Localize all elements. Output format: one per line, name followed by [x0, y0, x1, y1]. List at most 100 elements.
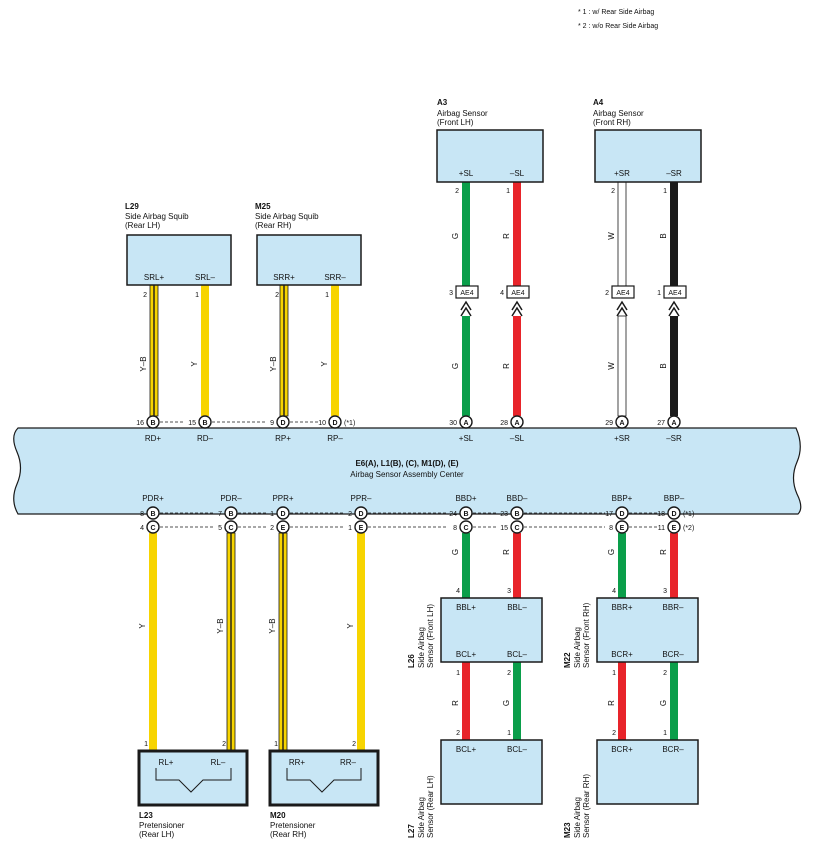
wire-l26-neg — [513, 533, 521, 598]
l27-term-pos: BCL+ — [456, 745, 477, 754]
m22-term-top-pos: BBR+ — [611, 603, 632, 612]
junction-ae4-box — [663, 285, 687, 299]
wire-a3-pos-upper — [462, 182, 470, 288]
l27-term-neg: BCL– — [507, 745, 528, 754]
junction-ae4-label: AE4 — [616, 290, 629, 297]
ecu-bottom-row2-pin-0-connector — [146, 520, 160, 534]
l27-code: L27 — [407, 824, 416, 838]
a4-term-pos: +SR — [614, 169, 630, 178]
m25-pin-pos: 2 — [275, 292, 279, 299]
wire-a4-pos-upper — [617, 181, 627, 289]
ecu-bottom-row2-pin-4-number: 8 — [453, 525, 457, 532]
component-l29: L29 Side Airbag Squib (Rear LH) SRL+ SRL… — [125, 202, 232, 299]
junction-chevron — [460, 306, 472, 317]
m20-code: M20 — [270, 811, 286, 820]
l27-pin-pos: 2 — [456, 730, 460, 737]
ecu-top-pin-0-connector — [146, 415, 160, 429]
note-2: * 2 : w/o Rear Side Airbag — [578, 23, 658, 30]
junction-ae4-label: AE4 — [668, 290, 681, 297]
ecu-bottom-row2-pin-4-connector-letter: C — [463, 525, 468, 532]
l29-box — [126, 234, 232, 286]
ecu-top-pin-7-connector — [667, 415, 681, 429]
junction-ae4-box — [455, 285, 479, 299]
m20-box — [268, 749, 380, 807]
ecu-label-sl-pos: +SL — [459, 434, 474, 443]
l23-pin-neg: 2 — [222, 741, 226, 748]
ecu-bottom-row2-pin-7-connector — [667, 520, 681, 534]
wire-label-m22-neg: R — [659, 549, 668, 555]
junction-ae4-label: AE4 — [511, 290, 524, 297]
l23-term-pos: RL+ — [159, 758, 174, 767]
wire-label-l26-neg: R — [502, 549, 511, 555]
ecu-label-ppr-pos: PPR+ — [272, 494, 293, 503]
l23-name: Pretensioner — [139, 821, 185, 830]
ecu-bottom-row2-pin-1-connector — [224, 520, 238, 534]
ecu-label-bbp-neg: BBP– — [664, 494, 685, 503]
wire-label-a3-neg-upper: R — [502, 233, 511, 239]
wire-l27-neg — [513, 662, 521, 740]
ecu-bottom-row2-pin-5-number: 15 — [500, 525, 508, 532]
m23-term-pos: BCR+ — [611, 745, 633, 754]
l23-term-neg: RL– — [211, 758, 226, 767]
wire-a4-neg-lower — [670, 316, 678, 416]
m23-box — [596, 739, 699, 805]
ecu-bottom-row1-pin-7-number: 18 — [657, 511, 665, 518]
m20-term-pos: RR+ — [289, 758, 306, 767]
ecu-top-pin-2-connector — [276, 415, 290, 429]
wire-label-l26-pos: G — [451, 549, 460, 555]
ecu-top-labels: RD+ RD– RP+ RP– +SL –SL +SR –SR — [145, 434, 682, 443]
ecu-top-pin-0-connector-letter: B — [150, 420, 155, 427]
m22-box — [596, 597, 699, 663]
component-m23: BCR+ BCR– 2 1 M23 Side Airbag Sensor (Re… — [563, 730, 699, 838]
l29-code: L29 — [125, 202, 139, 211]
ecu-bottom-row1-pin-0-connector — [146, 506, 160, 520]
ecu-bottom-row2-pin-3-number: 1 — [348, 525, 352, 532]
ecu-bottom-row2-pin-0-connector-letter: C — [150, 525, 155, 532]
l23-code: L23 — [139, 811, 153, 820]
ecu-bottom-row2-pin-1-number: 5 — [218, 525, 222, 532]
wire-label-a3-pos-upper: G — [451, 233, 460, 239]
m20-sub: (Rear RH) — [270, 830, 307, 839]
l26-name: Side Airbag — [417, 627, 426, 668]
wire-label-a4-neg-lower: B — [659, 363, 668, 368]
ecu-bottom-row2-pin-2-number: 2 — [270, 525, 274, 532]
wire-label-a4-pos-lower: W — [607, 362, 616, 370]
m25-code: M25 — [255, 202, 271, 211]
wire-label-m25-pos: Y–B — [269, 356, 278, 371]
wire-label-l29-pos: Y–B — [139, 356, 148, 371]
m25-name: Side Airbag Squib — [255, 212, 319, 221]
note-1: * 1 : w/ Rear Side Airbag — [578, 9, 654, 16]
wire-label-a4-pos-upper: W — [607, 232, 616, 240]
wire-label-a3-pos-lower: G — [451, 363, 460, 369]
ecu-bottom-row1-pin-3-connector — [354, 506, 368, 520]
ecu-top-pin-1-number: 15 — [188, 420, 196, 427]
component-a4: A4 Airbag Sensor (Front RH) +SR –SR 2 1 — [593, 98, 702, 195]
ecu-bottom-row2-pin-3-connector-letter: E — [359, 525, 364, 532]
ecu-bottom-row1-pin-1-number: 7 — [218, 511, 222, 518]
ecu-bottom-row1-pin-4-number: 24 — [449, 511, 457, 518]
m20-pin-neg: 2 — [352, 741, 356, 748]
l26-pin-bot-pos: 1 — [456, 670, 460, 677]
ecu-top-pin-6-connector-letter: A — [619, 420, 624, 427]
l23-box — [137, 749, 249, 807]
ecu-bottom-row1-pin-6-connector — [615, 506, 629, 520]
ecu-top-pin-5-connector-letter: A — [514, 420, 519, 427]
ecu-bottom-row1-pin-7-note: (*1) — [683, 511, 694, 518]
l26-code: L26 — [407, 654, 416, 668]
ecu-top-pin-3-note: (*1) — [344, 420, 355, 427]
ecu-bottom-row1-pin-2-connector — [276, 506, 290, 520]
l23-pin-pos: 1 — [144, 741, 148, 748]
m22-term-bot-neg: BCR– — [662, 650, 684, 659]
ecu-label-pdr-neg: PDR– — [220, 494, 242, 503]
ecu-top-pin-3-number: 10 — [318, 420, 326, 427]
a4-pin-neg: 1 — [663, 188, 667, 195]
ecu-top-pin-2-number: 9 — [270, 420, 274, 427]
m23-pin-neg: 1 — [663, 730, 667, 737]
wire-l26-pos — [462, 533, 470, 598]
ecu-label-rp-neg: RP– — [327, 434, 343, 443]
ecu-bottom-row2-pin-1-connector-letter: C — [228, 525, 233, 532]
l26-term-top-pos: BBL+ — [456, 603, 476, 612]
junction-ae4-label: AE4 — [460, 290, 473, 297]
